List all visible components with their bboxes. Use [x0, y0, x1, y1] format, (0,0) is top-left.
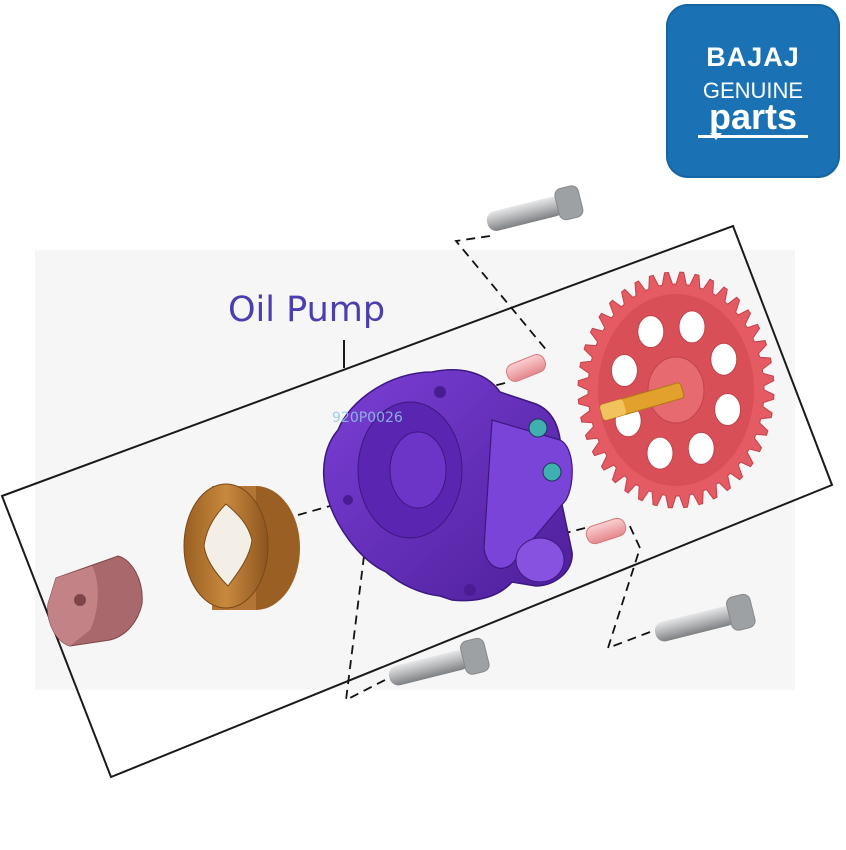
dash-line-right-bolt — [606, 521, 651, 650]
dowel-pin-bottom — [585, 517, 627, 545]
logo-arrow-icon — [710, 133, 722, 140]
gear-shaft — [599, 382, 685, 421]
logo-parts: parts — [708, 96, 798, 137]
gear-holes — [610, 310, 742, 470]
diagram-title: Oil Pump — [228, 290, 386, 330]
bolt-bottom — [388, 637, 490, 686]
housing-bolt-hole — [528, 418, 548, 438]
inner-rotor-face — [47, 566, 98, 646]
housing-bolt-hole — [434, 386, 446, 398]
logo-brand: BAJAJ — [706, 42, 800, 72]
watermark: 920P0026 — [332, 410, 403, 426]
logo-genuine: GENUINE — [702, 78, 804, 103]
gear-hole — [714, 393, 742, 426]
housing-bolt-hole — [542, 462, 562, 482]
dash-line-top-bolt — [454, 235, 549, 353]
outlet-nozzle — [515, 537, 565, 583]
dowel-pin-top — [505, 354, 547, 382]
dash-line-rotor — [297, 505, 331, 516]
gear-hole — [687, 431, 715, 465]
gear-hole — [678, 310, 706, 344]
outer-rotor-lobes — [203, 503, 253, 587]
gear-hole — [646, 436, 674, 470]
inner-rotor — [47, 555, 143, 647]
housing-bore-inner — [389, 431, 447, 509]
logo-underline — [698, 135, 808, 138]
bolt-top — [486, 185, 584, 231]
gear-hole — [610, 354, 638, 387]
outer-rotor — [183, 483, 300, 610]
drive-gear — [577, 271, 775, 509]
gear-hole — [637, 315, 665, 349]
assembly-frame — [0, 224, 834, 779]
housing-bolt-hole — [343, 495, 353, 505]
bajaj-genuine-parts-logo: BAJAJ GENUINE parts — [666, 4, 840, 178]
gear-hole — [710, 342, 738, 376]
bolt-right — [654, 593, 756, 642]
housing-outlet — [483, 419, 573, 569]
housing-bolt-hole — [464, 584, 476, 596]
dash-line-bottom-bolt — [344, 555, 386, 702]
pump-housing — [322, 369, 573, 602]
inner-rotor-hole — [74, 594, 86, 606]
